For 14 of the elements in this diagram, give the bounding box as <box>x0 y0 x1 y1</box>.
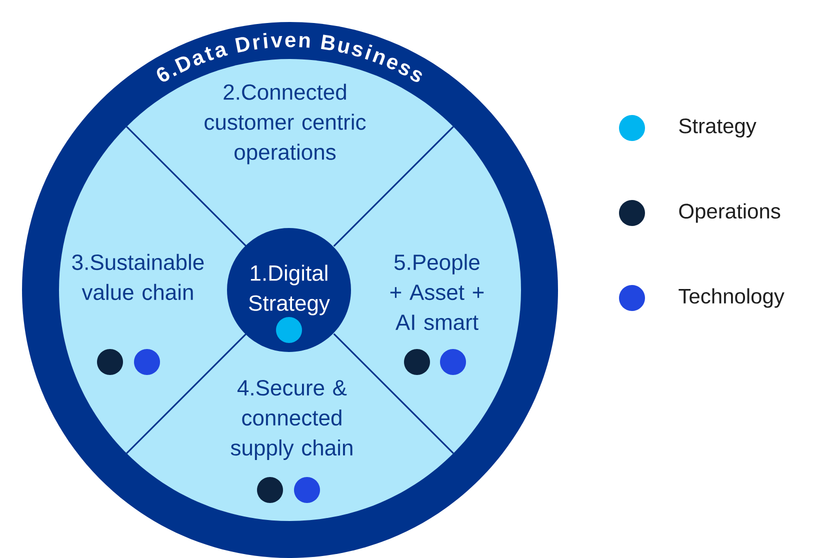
legend-label: Strategy <box>679 118 756 138</box>
dot <box>134 349 160 375</box>
dot <box>276 317 302 343</box>
sector-label: 4.Secure & connected supply chain <box>230 380 352 460</box>
legend-label: Operations <box>679 203 780 223</box>
dot <box>257 477 283 503</box>
dot <box>404 349 430 375</box>
legend-label: Technology <box>678 288 784 308</box>
dot <box>440 349 466 375</box>
dot <box>97 349 123 375</box>
dot <box>294 477 320 503</box>
sector-label: 2.Connected customer centric operations <box>204 84 366 164</box>
sector-label: 3.Sustainable value chain <box>72 254 204 300</box>
sector-label: 5.People + Asset + AI smart <box>390 254 484 330</box>
